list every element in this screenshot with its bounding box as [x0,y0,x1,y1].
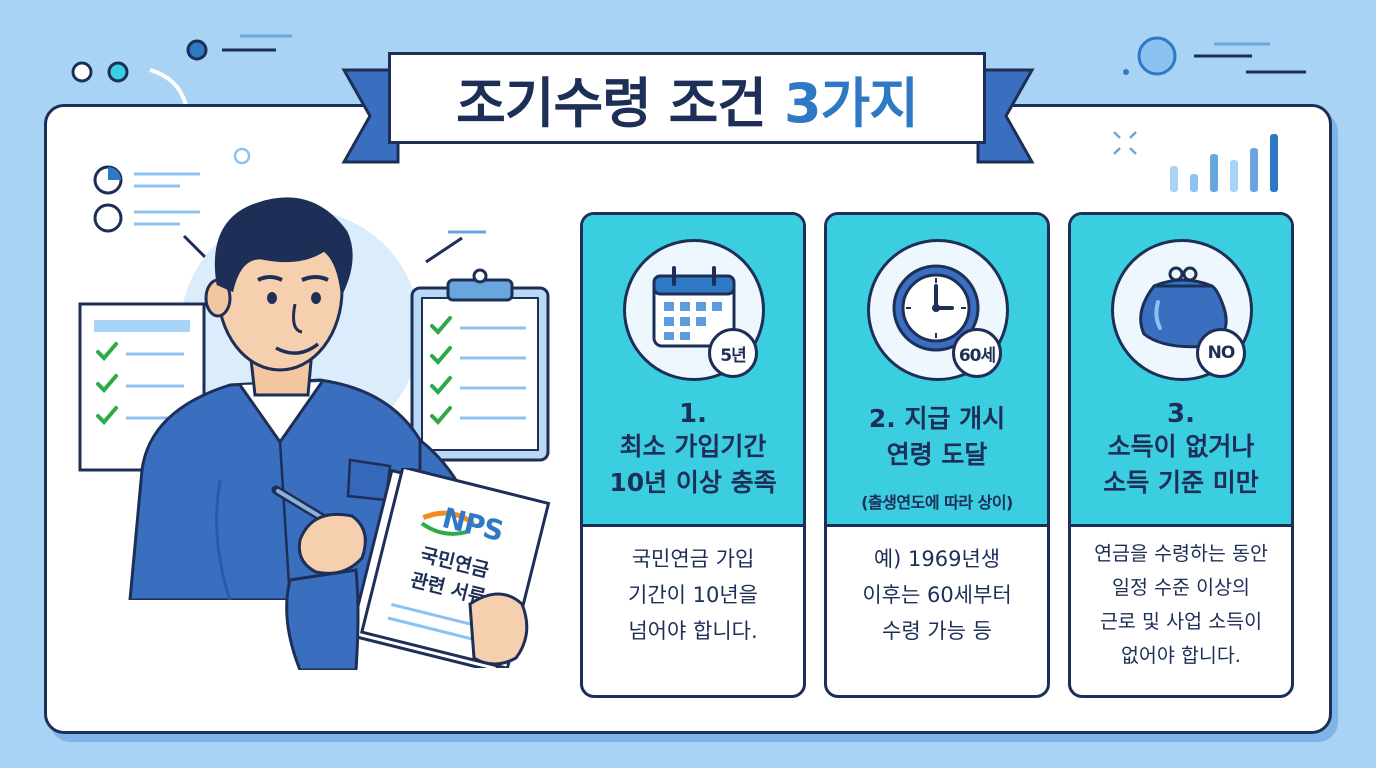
card-title-line: 최소 가입기간 [619,432,767,461]
condition-card-2: 60세 2. 지급 개시 연령 도달 (출생연도에 따라 상이) 예) 1969… [824,212,1050,698]
card-description: 연금을 수령하는 동안 일정 수준 이상의 근로 및 사업 소득이 없어야 합니… [1071,537,1291,673]
banner-ribbon [341,68,1035,164]
card-header: NO 3. 소득이 없거나 소득 기준 미만 [1071,215,1291,527]
card-description-line: 예) 1969년생 [873,547,1001,571]
calendar-icon: 5년 [623,239,765,381]
coin-purse-icon: NO [1111,239,1253,381]
card-title: 최소 가입기간 10년 이상 충족 [583,429,803,501]
card-description-line: 넘어야 합니다. [628,619,758,643]
clipboard-icon [410,268,550,462]
card-description-line: 연금을 수령하는 동안 [1094,542,1268,565]
card-description-line: 이후는 60세부터 [862,583,1012,607]
card-title-line: 2. 지급 개시 [868,404,1006,433]
title-banner: 조기수령 조건 3가지 [388,52,986,144]
sparkle-icon [1113,131,1137,155]
card-number: 1. [679,399,707,429]
card-title-line: 연령 도달 [886,440,988,469]
condition-card-3: NO 3. 소득이 없거나 소득 기준 미만 연금을 수령하는 동안 일정 수준… [1068,212,1294,698]
clock-icon: 60세 [867,239,1009,381]
card-header: 60세 2. 지급 개시 연령 도달 (출생연도에 따라 상이) [827,215,1047,527]
card-number: 3. [1167,399,1195,429]
card-description: 예) 1969년생 이후는 60세부터 수령 가능 등 [827,541,1047,649]
card-header: 5년 1. 최소 가입기간 10년 이상 충족 [583,215,803,527]
card-title: 2. 지급 개시 연령 도달 [827,401,1047,473]
title-main: 조기수령 조건 [456,71,767,135]
card-title-line: 소득 기준 미만 [1103,468,1259,497]
card-note: (출생연도에 따라 상이) [861,493,1013,512]
card-description-line: 수령 가능 등 [882,619,992,643]
duration-badge: 5년 [708,328,758,378]
card-description-line: 없어야 합니다. [1120,644,1242,667]
card-description-line: 국민연금 가입 [631,547,755,571]
card-description-line: 근로 및 사업 소득이 [1099,610,1263,633]
bar-chart-icon [1170,134,1278,192]
right-hand [468,592,529,666]
condition-card-1: 5년 1. 최소 가입기간 10년 이상 충족 국민연금 가입 기간이 10년을… [580,212,806,698]
card-description-line: 일정 수준 이상의 [1112,576,1250,599]
hand-with-pen [271,485,367,670]
age-badge: 60세 [952,328,1002,378]
no-badge: NO [1196,328,1246,378]
card-description-line: 기간이 10년을 [628,583,758,607]
mini-list-icon [93,165,200,233]
card-title-line: 10년 이상 충족 [609,468,777,497]
card-title: 소득이 없거나 소득 기준 미만 [1071,429,1291,501]
card-title-line: 소득이 없거나 [1107,432,1255,461]
title-highlight: 3가지 [783,71,919,135]
card-description: 국민연금 가입 기간이 10년을 넘어야 합니다. [583,541,803,649]
